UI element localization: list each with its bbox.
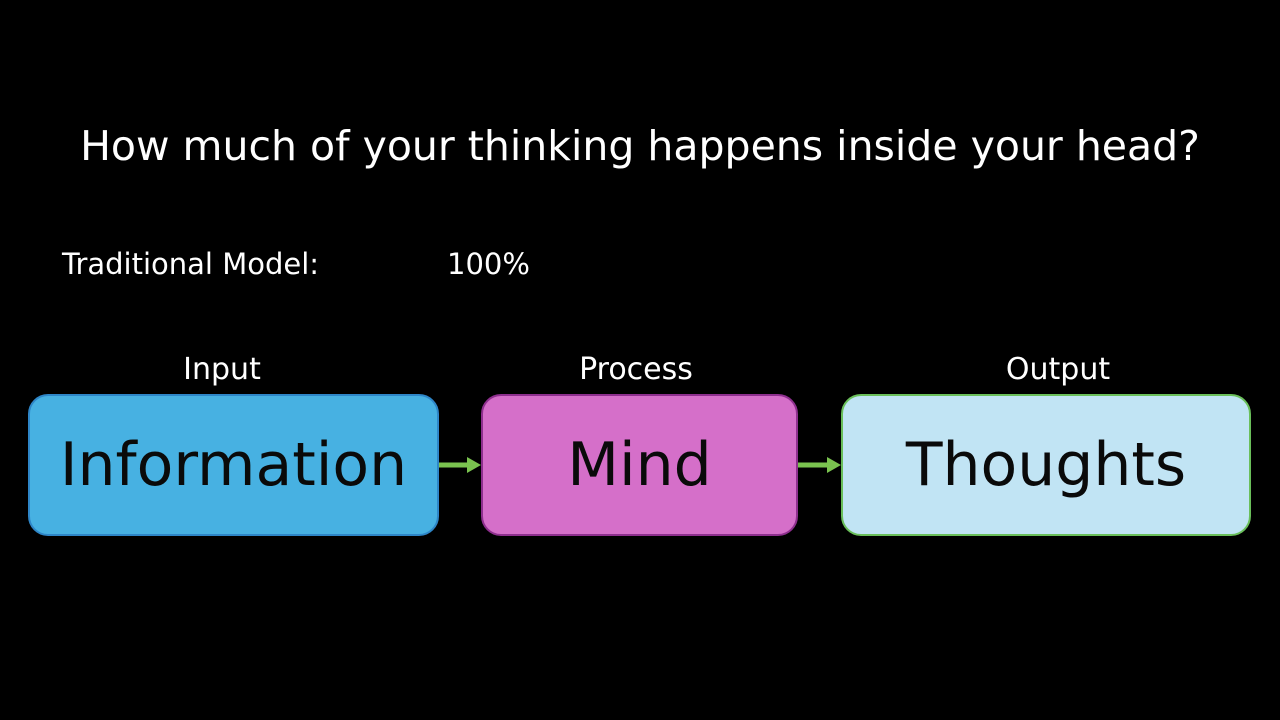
- arrow-right-icon: [439, 457, 481, 473]
- information-box: Information: [28, 394, 439, 536]
- arrow-right-icon: [798, 457, 841, 473]
- information-box-text: Information: [59, 430, 408, 500]
- stage-label-input: Input: [183, 352, 261, 387]
- slide-title: How much of your thinking happens inside…: [80, 122, 1200, 170]
- mind-box: Mind: [481, 394, 798, 536]
- model-value: 100%: [447, 247, 530, 281]
- stage-label-output: Output: [1005, 352, 1111, 387]
- model-label: Traditional Model:: [62, 247, 320, 281]
- thoughts-box: Thoughts: [841, 394, 1251, 536]
- mind-box-text: Mind: [567, 430, 712, 500]
- stage-label-process: Process: [579, 352, 693, 387]
- thoughts-box-text: Thoughts: [905, 430, 1187, 500]
